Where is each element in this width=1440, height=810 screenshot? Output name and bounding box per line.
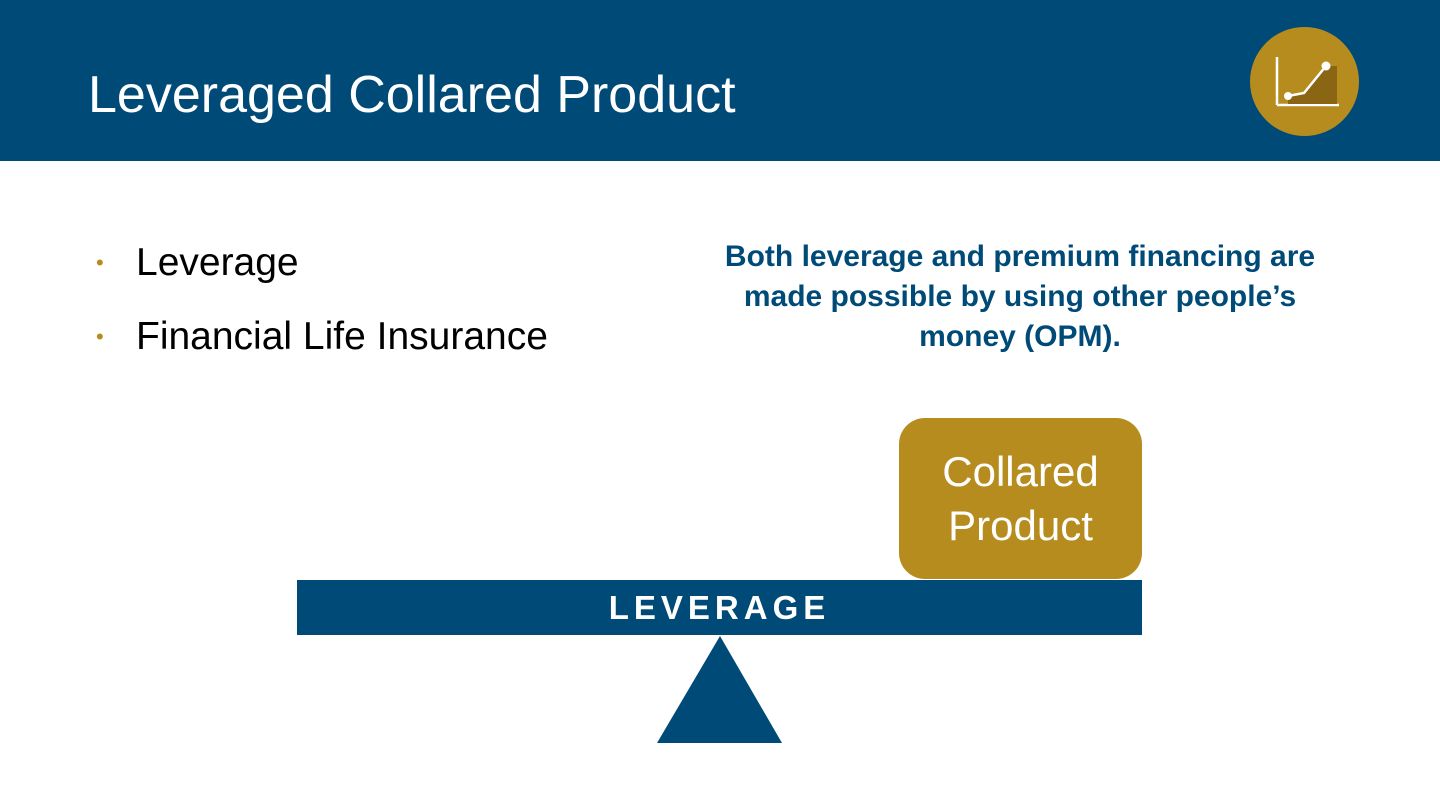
title-bar: Leveraged Collared Product (0, 0, 1440, 161)
leverage-beam: LEVERAGE (297, 580, 1142, 635)
bullet-label: Leverage (136, 241, 299, 284)
bullet-dot-icon: • (96, 324, 104, 349)
bullet-dot-icon: • (96, 250, 104, 275)
collared-product-box: Collared Product (899, 418, 1142, 579)
list-item: • Leverage (96, 226, 548, 300)
fulcrum-triangle (657, 636, 782, 743)
bullet-list: • Leverage • Financial Life Insurance (96, 226, 548, 374)
list-item: • Financial Life Insurance (96, 300, 548, 374)
bullet-label: Financial Life Insurance (136, 315, 548, 358)
growth-chart-icon (1250, 27, 1359, 136)
callout-text: Both leverage and premium financing are … (724, 240, 1316, 353)
product-box-label: Collared Product (942, 447, 1099, 549)
page-title: Leveraged Collared Product (88, 66, 736, 124)
beam-label: LEVERAGE (608, 588, 831, 626)
